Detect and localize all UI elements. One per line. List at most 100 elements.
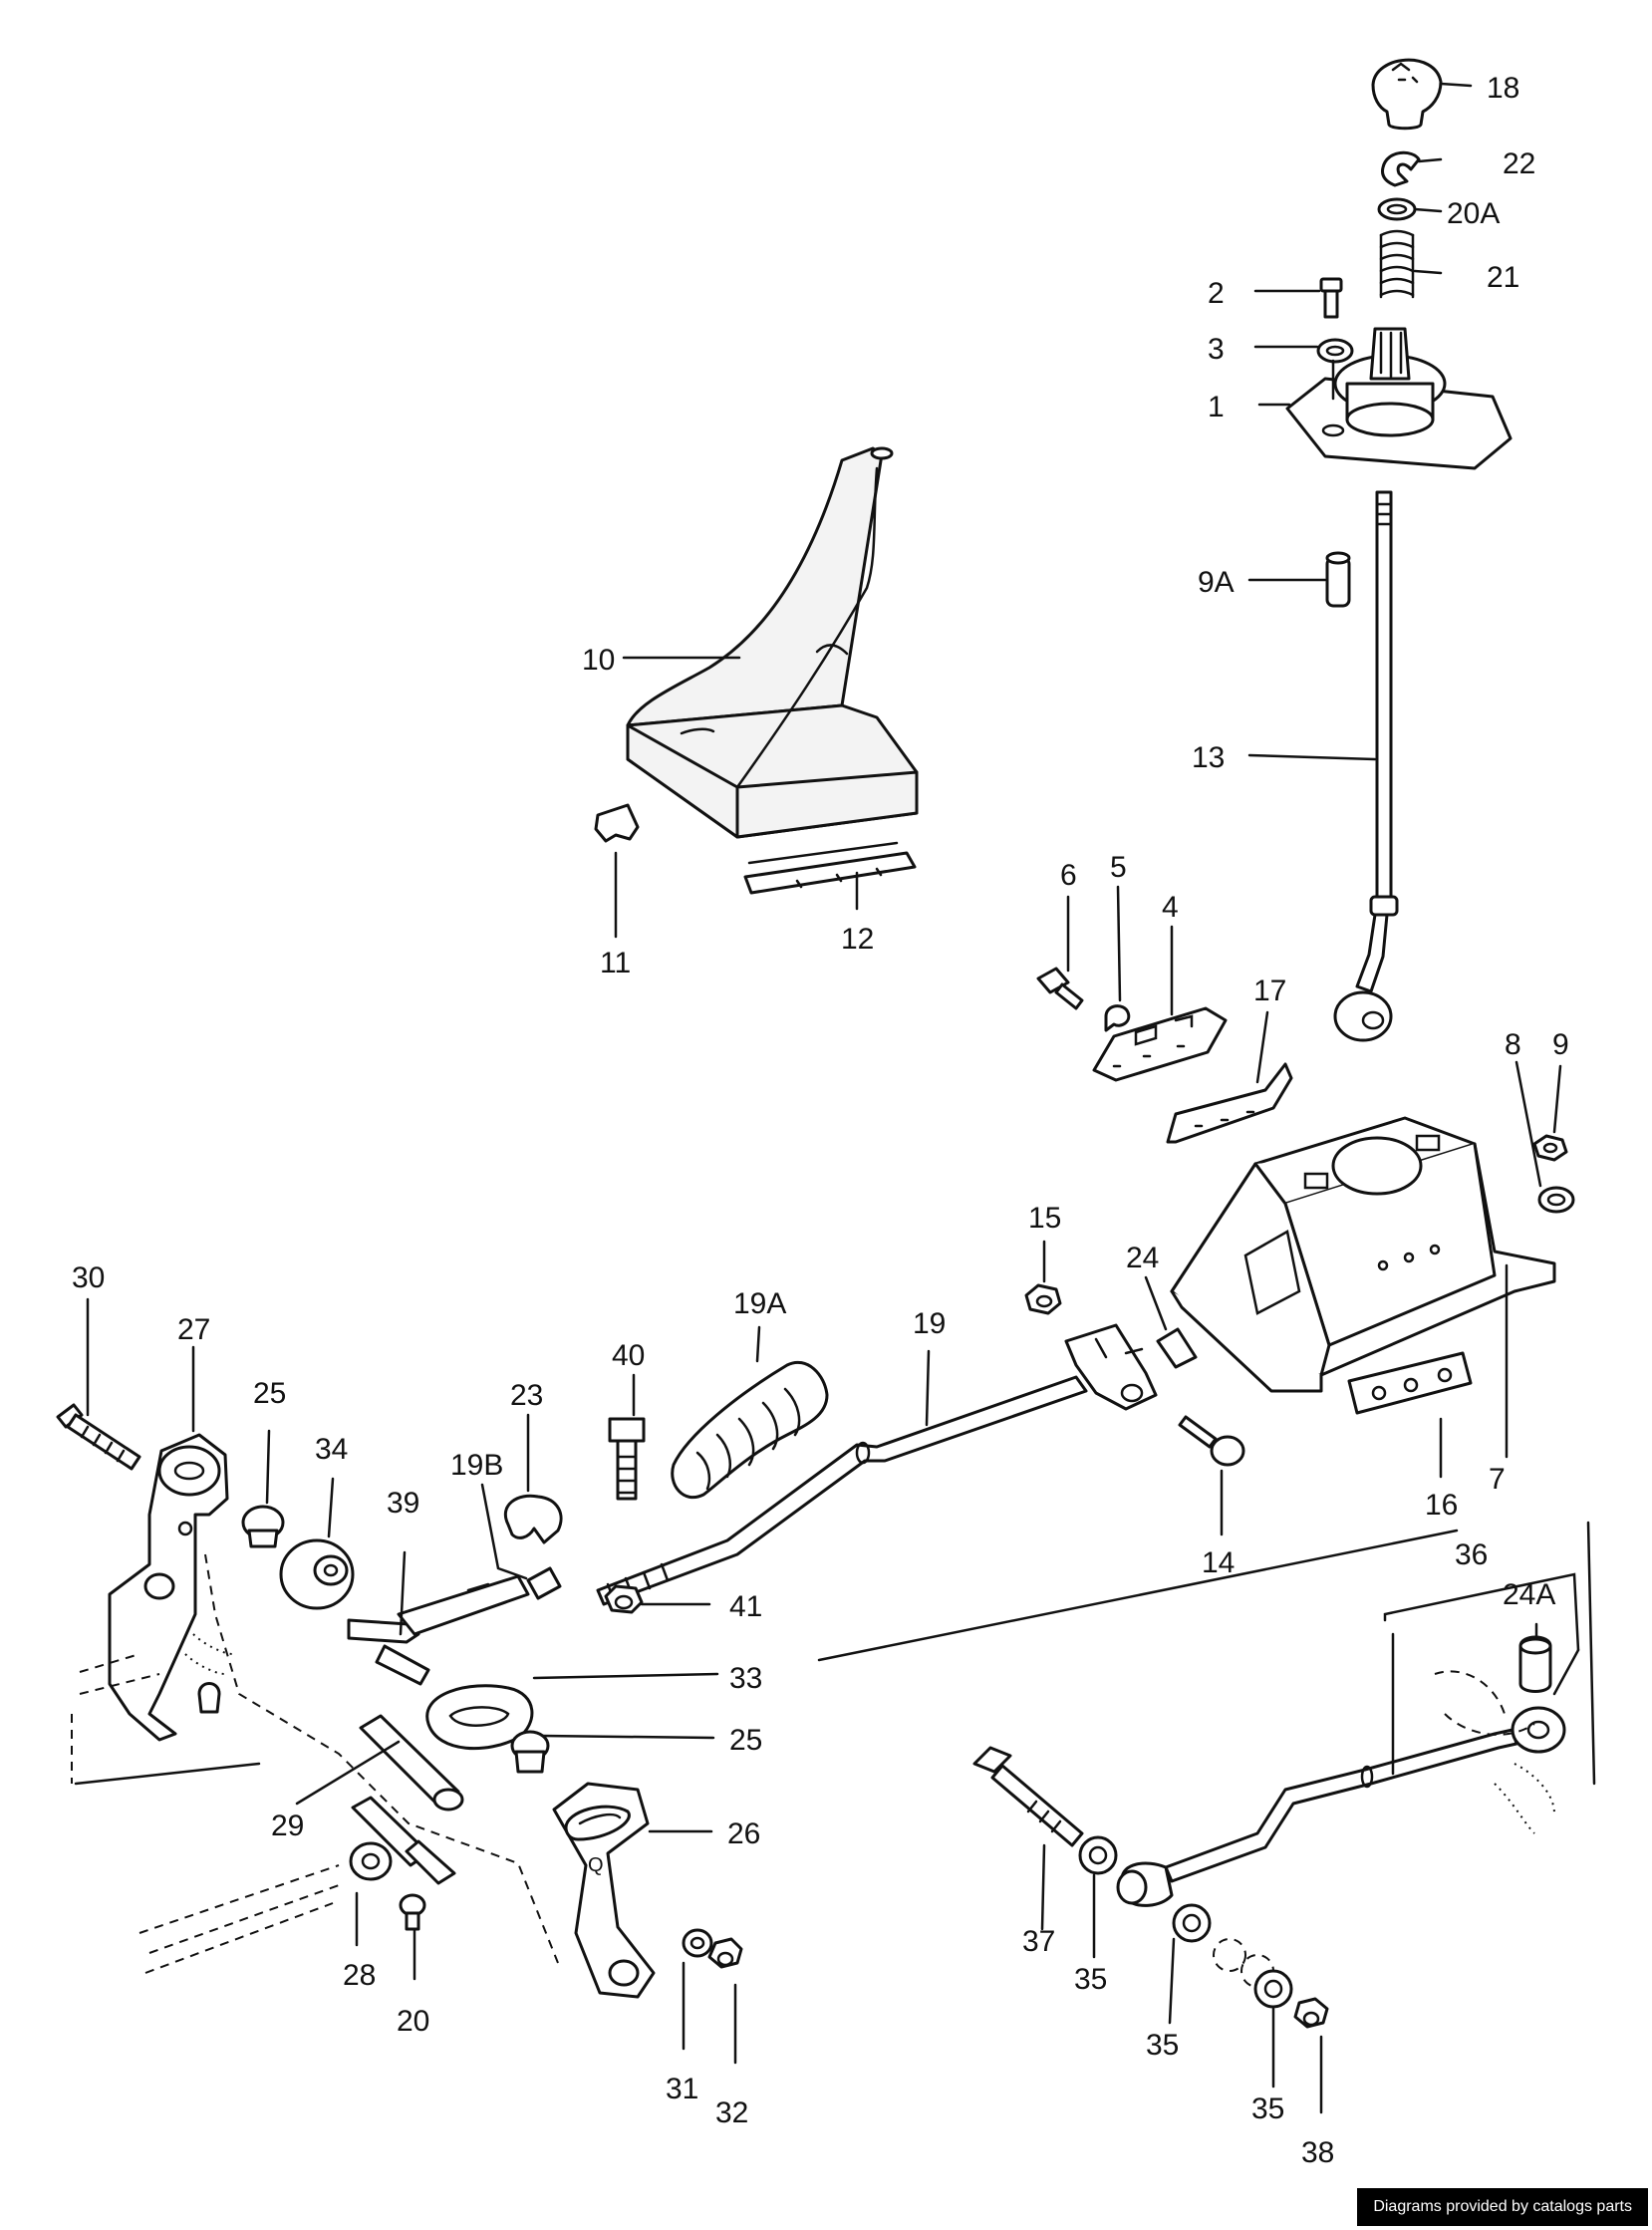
callout-6: 6 — [1060, 859, 1077, 892]
callout-34: 34 — [315, 1433, 348, 1466]
leader-lines — [86, 82, 1562, 2114]
part-25-bush-lower — [510, 1730, 550, 1774]
footer-credit: Diagrams provided by catalogs parts — [1357, 2188, 1648, 2226]
callout-1: 1 — [1208, 391, 1225, 423]
callout-19a: 19A — [733, 1287, 786, 1320]
part-16-mounting-plate — [1347, 1351, 1473, 1415]
part-24a-bush — [1518, 1635, 1552, 1693]
part-9-nut — [1532, 1134, 1568, 1162]
callout-35-c: 35 — [1251, 2092, 1284, 2125]
part-40-bolt — [608, 1417, 646, 1501]
part-21-spring — [1379, 229, 1415, 299]
part-35-rubber-bush-b — [1172, 1903, 1212, 1943]
part-11-clip — [594, 803, 640, 843]
part-37-bolt — [972, 1746, 1084, 1847]
part-12-retaining-strip — [743, 841, 917, 895]
callout-32: 32 — [715, 2096, 748, 2129]
part-20-screw — [399, 1893, 426, 1931]
part-26-bracket: Q — [552, 1782, 656, 1999]
callout-2: 2 — [1208, 277, 1225, 310]
callout-30: 30 — [72, 1261, 105, 1294]
callout-5: 5 — [1110, 851, 1127, 884]
part-31-washer — [682, 1928, 713, 1958]
callout-23: 23 — [510, 1379, 543, 1412]
part-22-clip — [1381, 150, 1421, 187]
callout-35-b: 35 — [1146, 2029, 1179, 2062]
part-35-rubber-bush-c — [1253, 1969, 1293, 2009]
callout-8: 8 — [1505, 1028, 1521, 1061]
callout-39: 39 — [387, 1487, 419, 1520]
part-18-shift-knob — [1371, 58, 1443, 131]
part-30-bolt — [56, 1403, 141, 1471]
part-19a-rubber-boot — [671, 1360, 829, 1500]
callout-25-lower: 25 — [729, 1724, 762, 1757]
part-6-bolt — [1036, 967, 1084, 1010]
part-35-rubber-bush-a — [1078, 1835, 1118, 1875]
part-39-selector-lever — [347, 1574, 530, 1686]
part-10-shift-boot — [626, 446, 919, 839]
callout-28: 28 — [343, 1959, 376, 1992]
part-36-linkage-rod — [1164, 1706, 1566, 1883]
callout-20: 20 — [397, 2005, 429, 2038]
callout-35-a: 35 — [1074, 1963, 1107, 1996]
part-32-nut — [707, 1937, 743, 1969]
part-13-shift-rod — [1333, 490, 1399, 1042]
part-14-bolt — [1178, 1415, 1245, 1467]
part-1-lever-housing — [1285, 327, 1513, 470]
callout-17: 17 — [1253, 975, 1286, 1007]
callout-24a: 24A — [1503, 1578, 1555, 1611]
part-3-washer — [1316, 338, 1354, 364]
part-20a-washer — [1377, 197, 1417, 221]
part-9a-bush — [1325, 551, 1351, 608]
callout-33: 33 — [729, 1662, 762, 1695]
callout-24: 24 — [1126, 1242, 1159, 1274]
callout-3: 3 — [1208, 333, 1225, 366]
callout-38: 38 — [1301, 2136, 1334, 2169]
part-33-rubber-bearing — [425, 1684, 534, 1751]
callout-13: 13 — [1192, 741, 1225, 774]
part-17-bracket — [1166, 1062, 1293, 1144]
part-41-nut — [604, 1584, 644, 1614]
callout-4: 4 — [1162, 891, 1179, 924]
svg-text:Q: Q — [588, 1854, 604, 1876]
callout-26: 26 — [727, 1817, 760, 1850]
part-2-bolt — [1319, 277, 1343, 319]
callout-20a: 20A — [1447, 197, 1500, 230]
callout-16: 16 — [1425, 1489, 1458, 1522]
part-23-clip — [503, 1494, 563, 1544]
callout-21: 21 — [1487, 261, 1519, 294]
part-4-bracket — [1092, 1006, 1228, 1082]
part-7-gearshift-housing — [1170, 1116, 1556, 1393]
part-8-washer — [1537, 1186, 1575, 1214]
callout-labels: 18 22 20A 21 2 3 1 9A 13 10 11 12 6 5 4 … — [72, 72, 1569, 2169]
callout-27: 27 — [177, 1313, 210, 1346]
callout-29: 29 — [271, 1810, 304, 1842]
callout-37: 37 — [1022, 1925, 1055, 1958]
callout-36: 36 — [1455, 1538, 1488, 1571]
callout-10: 10 — [582, 644, 615, 677]
callout-41: 41 — [729, 1590, 762, 1623]
part-19-shift-rod — [596, 1323, 1158, 1606]
rod-end-bush — [1116, 1861, 1174, 1907]
callout-11: 11 — [600, 947, 631, 979]
part-34-rubber-bearing — [279, 1538, 355, 1610]
callout-19: 19 — [913, 1307, 946, 1340]
part-15-nut — [1024, 1283, 1062, 1315]
callout-9: 9 — [1552, 1028, 1569, 1061]
callout-31: 31 — [666, 2073, 698, 2105]
part-27-bracket — [108, 1433, 229, 1742]
part-19b-bush — [526, 1566, 562, 1600]
callout-7: 7 — [1489, 1463, 1506, 1496]
part-24-bush — [1156, 1327, 1198, 1369]
callout-19b: 19B — [450, 1449, 503, 1482]
part-29-rod — [359, 1714, 464, 1812]
callout-40: 40 — [612, 1339, 645, 1372]
callout-18: 18 — [1487, 72, 1519, 105]
callout-22: 22 — [1503, 147, 1535, 180]
callout-15: 15 — [1028, 1202, 1061, 1235]
callout-9a: 9A — [1198, 566, 1235, 599]
part-28-t-piece — [349, 1796, 456, 1885]
callout-14: 14 — [1202, 1546, 1235, 1579]
part-25-bush-upper — [241, 1505, 285, 1548]
